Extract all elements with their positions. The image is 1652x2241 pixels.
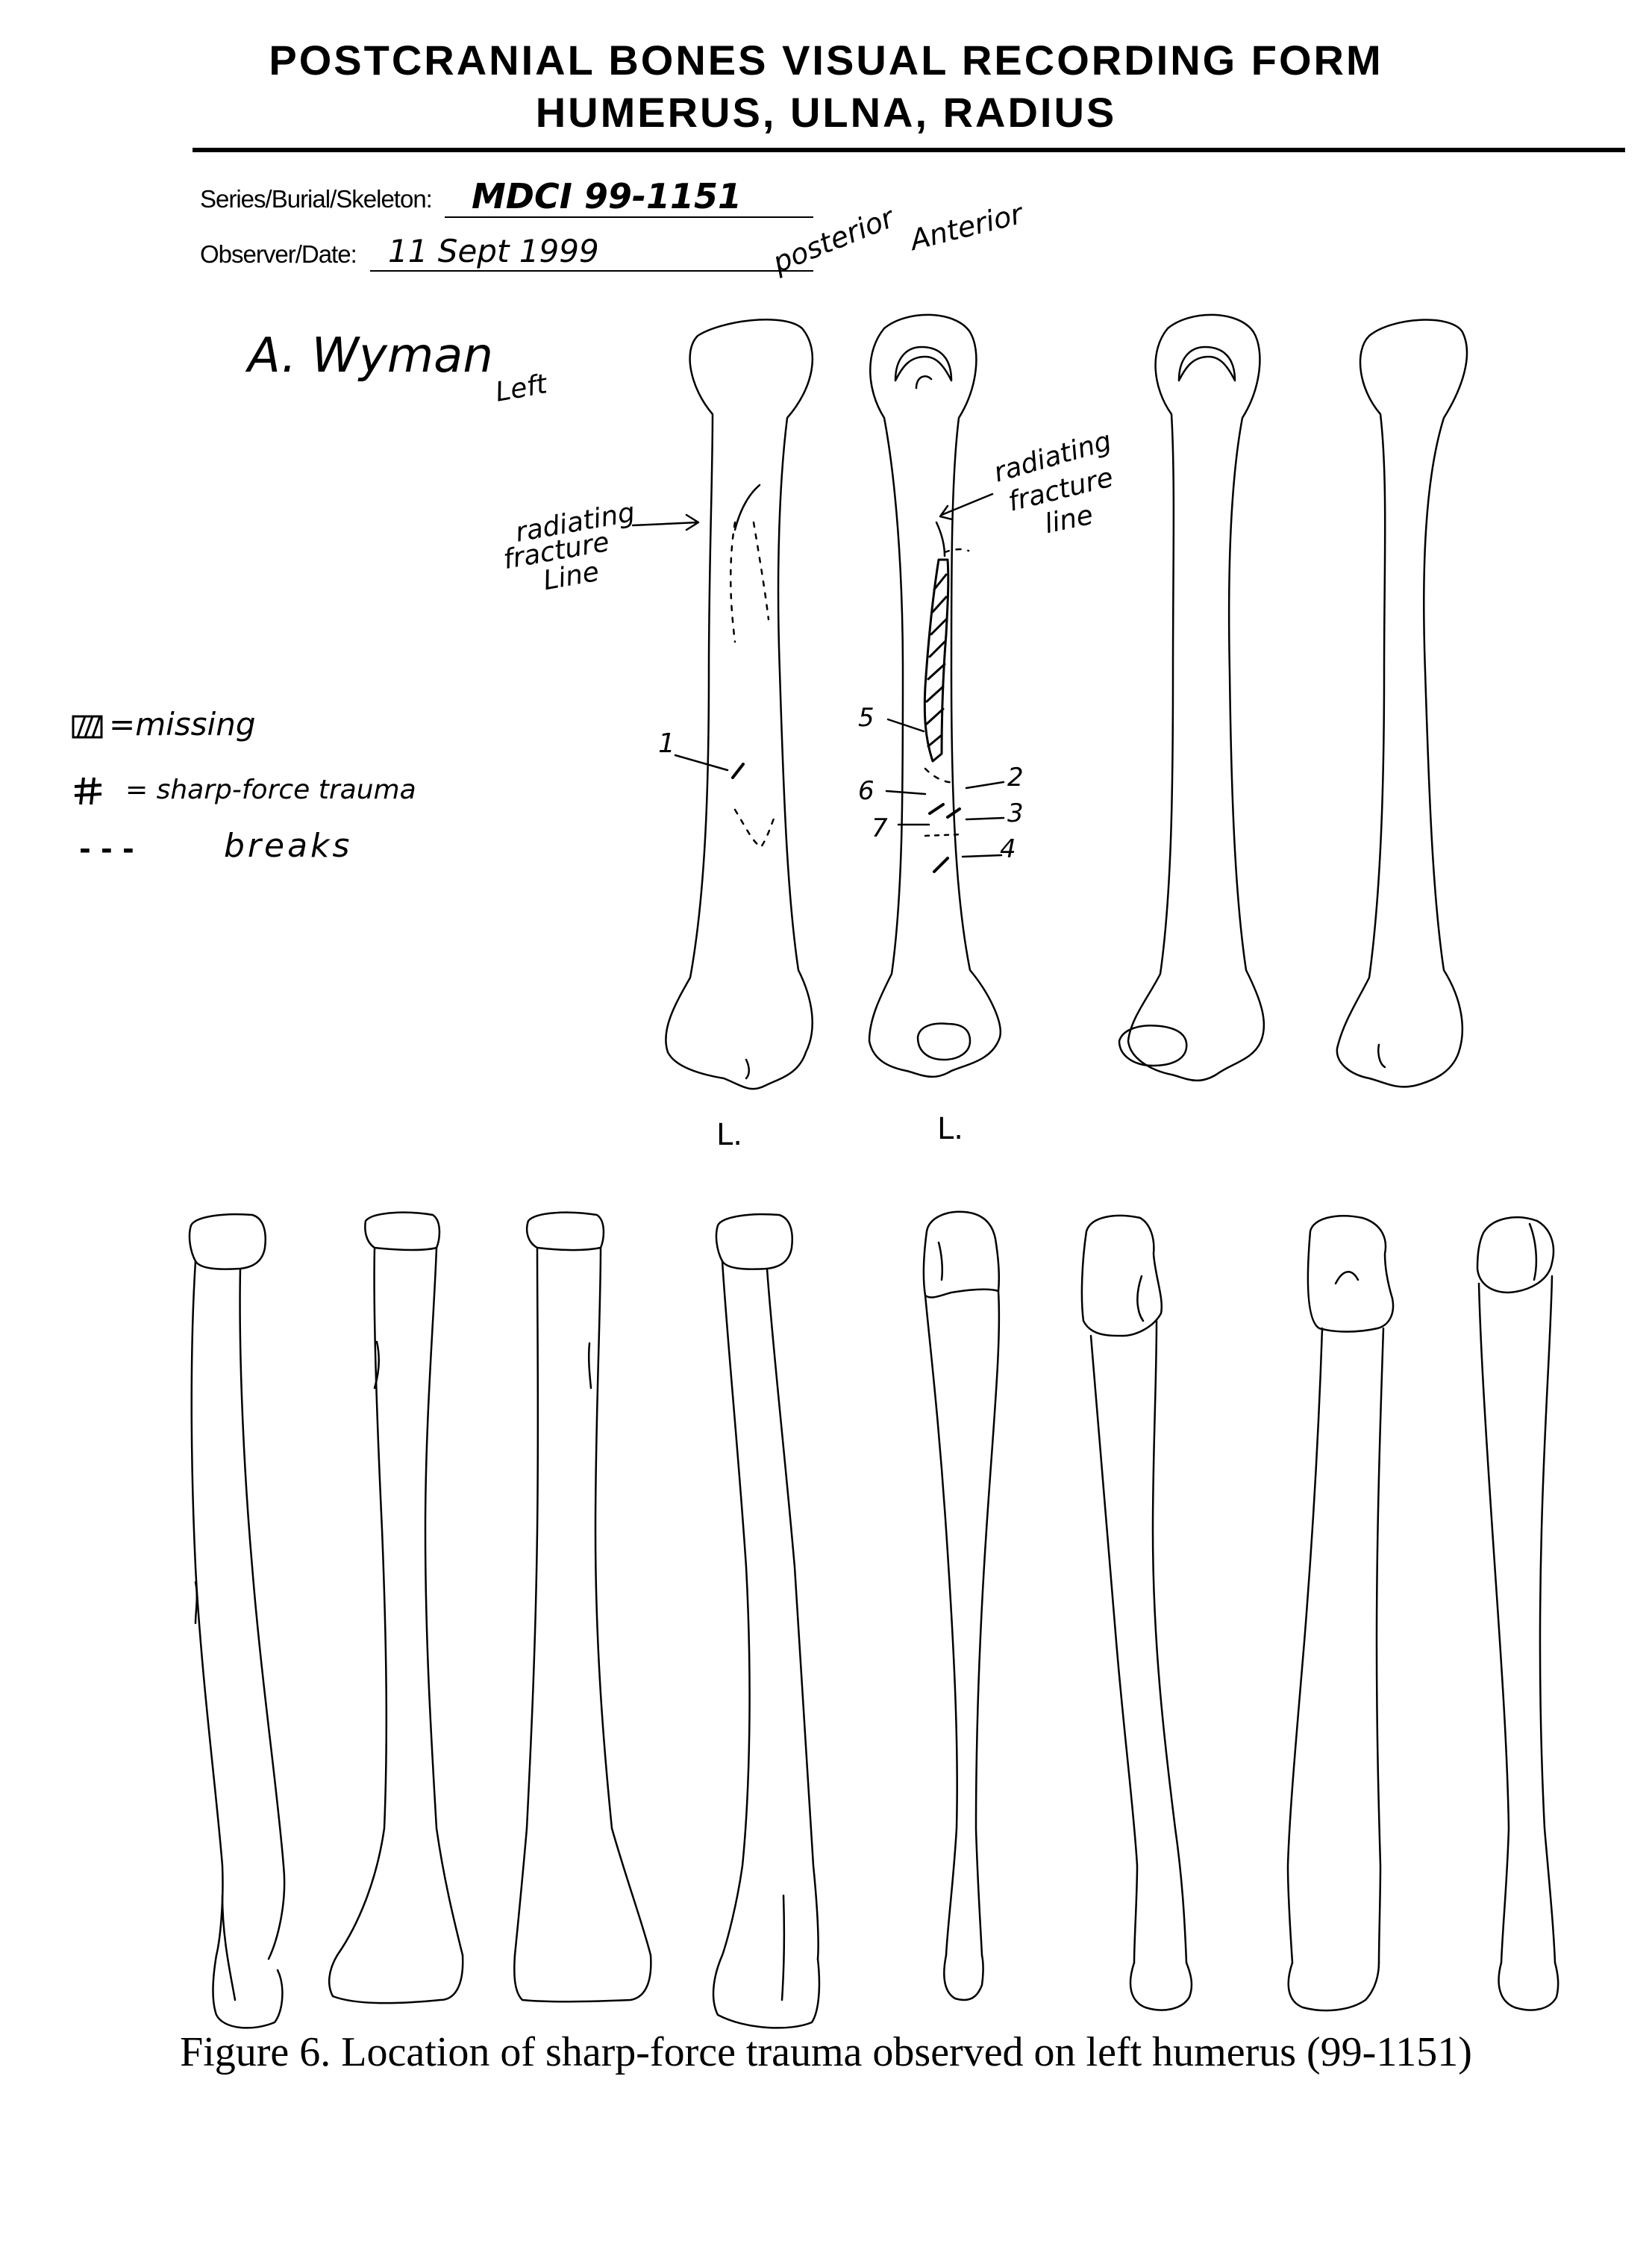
humerus-posterior-outline: [666, 319, 813, 1089]
ulna-3-outline: [924, 1212, 999, 1298]
radius-1-outline: [190, 1214, 266, 1269]
ulna-5-outline: [1308, 1216, 1393, 1331]
humerus-3-outline: [1128, 315, 1264, 1081]
figure-caption: Figure 6. Location of sharp-force trauma…: [0, 2028, 1652, 2076]
ulna-2-outline: [527, 1213, 604, 1250]
ulna-4-outline: [1082, 1216, 1162, 1336]
humerus-4-outline: [1337, 320, 1467, 1087]
radius-2-outline: [716, 1214, 792, 1269]
humerus-anterior-outline: [869, 315, 1001, 1077]
ulna-1-outline: [365, 1213, 439, 1250]
radius-3-outline: [1477, 1217, 1554, 1293]
